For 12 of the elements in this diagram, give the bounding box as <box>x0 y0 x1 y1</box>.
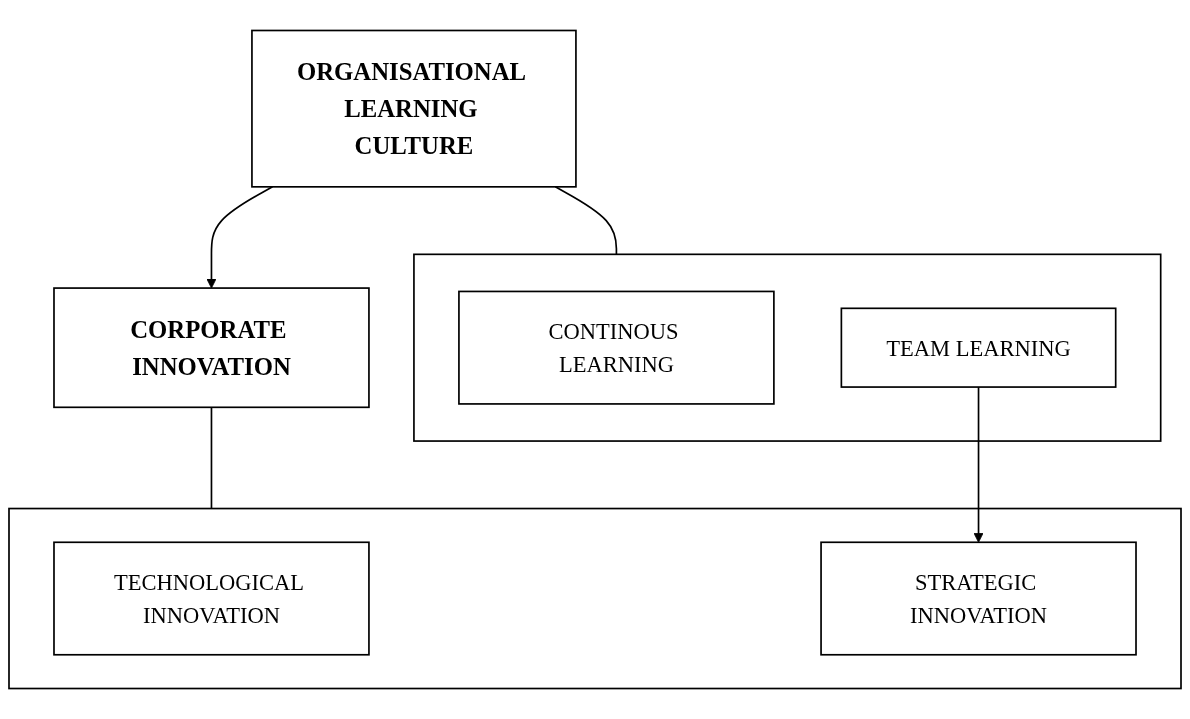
arrow <box>973 386 984 543</box>
node-box: TECHNOLOGICAL INNOVATION <box>53 541 370 656</box>
connector <box>210 406 213 510</box>
node-box: ORGANISATIONAL LEARNING CULTURE <box>251 29 577 188</box>
node-box: CONTINOUS LEARNING <box>458 290 775 405</box>
node-box: TEAM LEARNING <box>840 307 1117 388</box>
cluster <box>413 253 1162 442</box>
connector <box>554 186 618 256</box>
node-box: STRATEGIC INNOVATION <box>820 541 1137 656</box>
arrow <box>206 186 274 289</box>
cluster <box>8 507 1182 690</box>
node-box: CORPORATE INNOVATION <box>53 287 370 409</box>
